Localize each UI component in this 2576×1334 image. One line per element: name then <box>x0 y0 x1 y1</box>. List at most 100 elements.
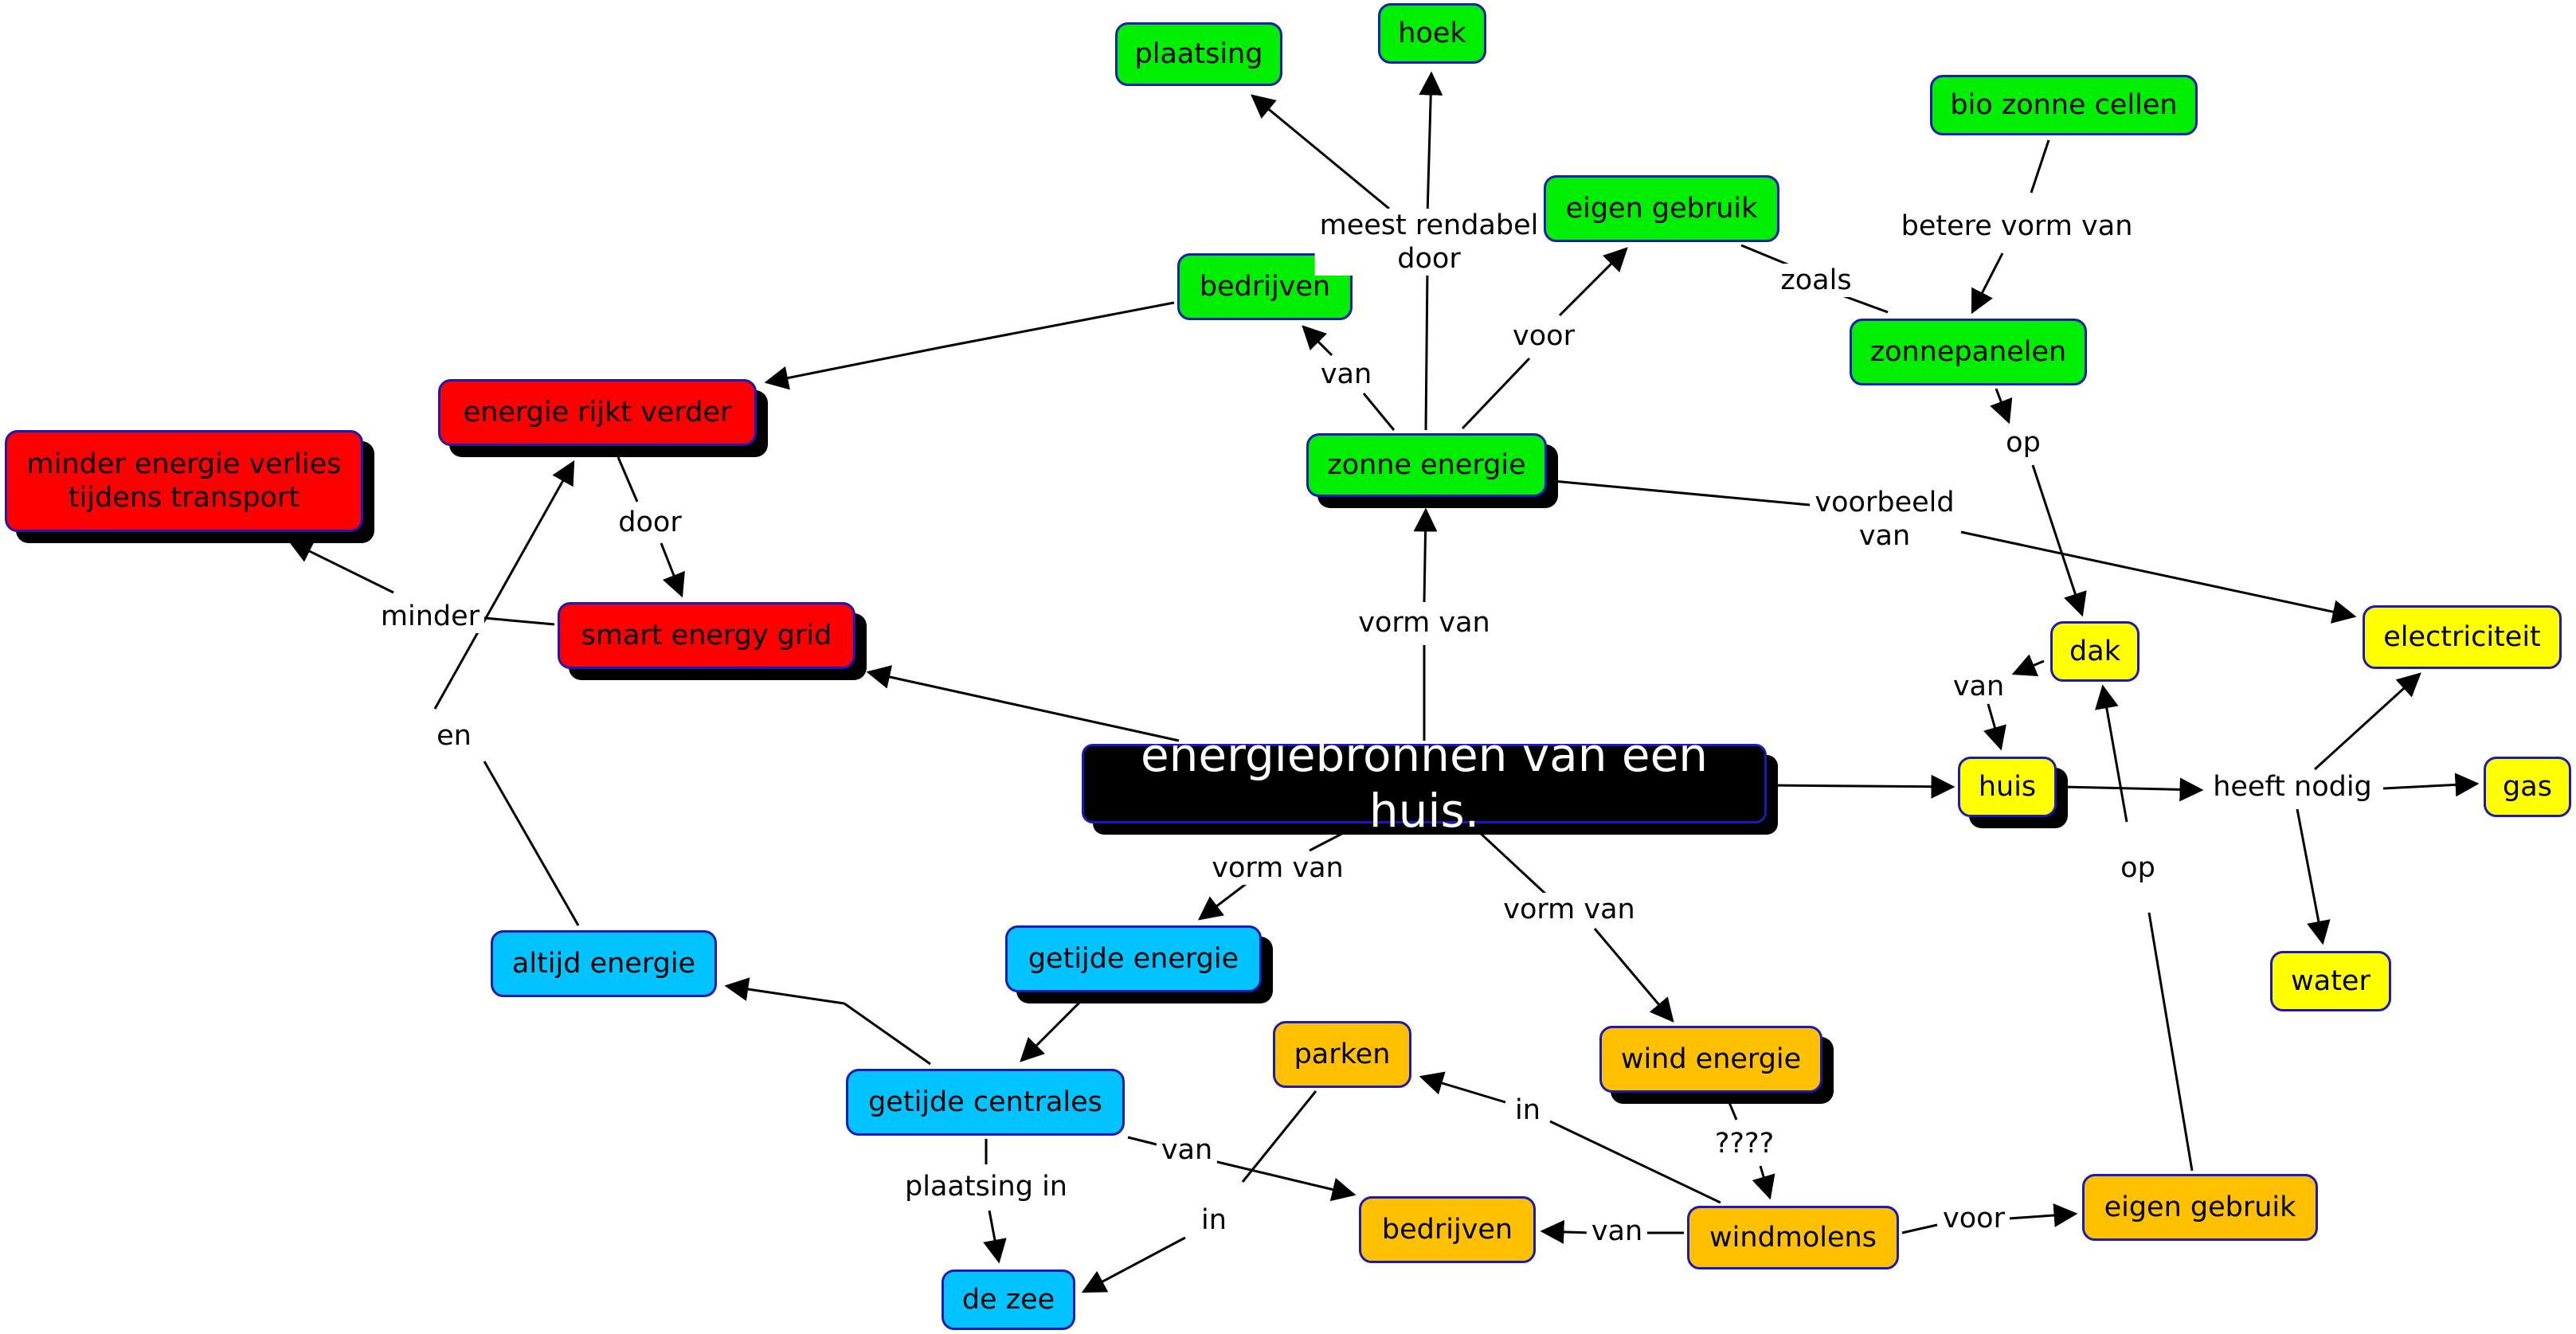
connector-arrow <box>1081 1236 1186 1293</box>
node-bio-zonne-cellen[interactable]: bio zonne cellen <box>1930 75 2198 135</box>
connector-arrow <box>660 542 685 598</box>
connector-arrow <box>1990 388 2013 424</box>
link-label: meest rendabel door <box>1314 209 1544 276</box>
link-label: in <box>1196 1203 1231 1237</box>
link-label: van <box>1156 1133 1218 1167</box>
connector-arrow <box>983 1210 1007 1264</box>
connector-arrow <box>1251 94 1390 210</box>
node-plaatsing[interactable]: plaatsing <box>1115 22 1282 86</box>
link-label: door <box>613 506 687 539</box>
connector-line <box>1727 1100 1738 1121</box>
connector-arrow <box>1971 252 2004 315</box>
connector-line <box>1552 479 1811 507</box>
connector-arrow <box>1983 703 2006 751</box>
link-label: op <box>2116 851 2160 885</box>
link-label: minder <box>375 600 485 633</box>
link-label: betere vorm van <box>1896 209 2138 243</box>
node-label: water <box>2291 965 2370 997</box>
connector-arrow <box>1207 1158 1357 1202</box>
link-label: op <box>2001 426 2046 460</box>
node-bedrijven-wind[interactable]: bedrijven <box>1359 1196 1536 1263</box>
connector-arrow <box>1413 507 1438 603</box>
connector-arrow <box>1768 774 1955 799</box>
node-label: bedrijven <box>1381 1214 1513 1246</box>
node-label: bio zonne cellen <box>1950 89 2178 121</box>
node-central-topic[interactable]: energiebronnen van een huis. <box>1082 728 1767 838</box>
connector-arrow <box>1020 996 1086 1062</box>
node-label: smart energy grid <box>581 620 832 651</box>
central-topic-label: energiebronnen van een huis. <box>1140 728 1709 838</box>
connector-line <box>1901 1223 1938 1234</box>
node-label: altijd energie <box>511 948 696 980</box>
node-dak[interactable]: dak <box>2050 621 2139 682</box>
connector-arrow <box>2095 684 2128 823</box>
node-label: zonne energie <box>1327 449 1526 481</box>
connector-arrow <box>764 346 942 390</box>
connector-line <box>1549 1120 1721 1204</box>
connector-arrow <box>1593 928 1674 1023</box>
node-eigen-gebruik-wind[interactable]: eigen gebruik <box>2082 1174 2318 1241</box>
link-label: van <box>1948 670 2010 703</box>
connector-arrow <box>1419 1071 1506 1104</box>
node-windmolens[interactable]: windmolens <box>1687 1206 1899 1269</box>
connector-arrow <box>1540 1219 1592 1244</box>
connector-line <box>1241 1090 1317 1183</box>
connector-line <box>844 1002 931 1066</box>
node-eigen-gebruik-zonne[interactable]: eigen gebruik <box>1544 175 1779 242</box>
node-altijd-energie[interactable]: altijd energie <box>491 930 717 997</box>
node-minder-energie-verlies[interactable]: minder energie verlies tijdens transport <box>5 430 363 532</box>
link-label: heeft nodig <box>2208 770 2377 804</box>
connector-arrow <box>2031 464 2087 617</box>
connector-arrow <box>866 665 1180 742</box>
link-label: in <box>1510 1093 1545 1127</box>
node-label: getijde energie <box>1028 943 1239 975</box>
connector-arrow <box>1960 530 2357 624</box>
node-gas[interactable]: gas <box>2484 757 2571 817</box>
connector-arrow <box>2313 672 2421 771</box>
connector-arrow <box>2296 808 2331 945</box>
node-water[interactable]: water <box>2270 951 2391 1011</box>
node-smart-energy-grid[interactable]: smart energy grid <box>558 602 855 669</box>
connector-arrow <box>2382 773 2480 797</box>
link-label: vorm van <box>1353 606 1495 640</box>
node-hoek[interactable]: hoek <box>1378 3 1486 64</box>
link-label: vorm van <box>1498 893 1640 926</box>
node-label: plaatsing <box>1134 38 1263 70</box>
node-electriciteit[interactable]: electriciteit <box>2363 605 2562 669</box>
node-getijde-energie[interactable]: getijde energie <box>1005 925 1262 992</box>
node-zonne-energie[interactable]: zonne energie <box>1306 433 1547 497</box>
connector-line <box>1362 393 1396 431</box>
connector-line <box>1424 268 1429 431</box>
node-label: hoek <box>1398 18 1466 49</box>
node-label: getijde centrales <box>868 1086 1102 1118</box>
connector-arrow <box>1302 325 1333 357</box>
connector-line <box>2030 139 2050 194</box>
connector-arrow <box>433 460 575 710</box>
connector-arrow <box>1419 71 1443 216</box>
connector-arrow <box>1752 1165 1775 1200</box>
node-label: windmolens <box>1709 1222 1877 1254</box>
connector-arrow <box>288 540 394 594</box>
connector-arrow <box>724 977 845 1005</box>
node-parken[interactable]: parken <box>1273 1021 1411 1088</box>
link-label: zoals <box>1775 264 1857 297</box>
node-wind-energie[interactable]: wind energie <box>1599 1026 1822 1093</box>
connector-line <box>1309 828 1350 852</box>
node-label: energie rijkt verder <box>463 397 732 428</box>
connector-line <box>617 456 639 503</box>
node-zonnepanelen[interactable]: zonnepanelen <box>1850 319 2087 385</box>
node-label: huis <box>1978 771 2037 803</box>
node-huis[interactable]: huis <box>1958 757 2057 817</box>
node-label: electriciteit <box>2383 621 2541 653</box>
node-getijde-centrales[interactable]: getijde centrales <box>846 1069 1125 1136</box>
node-label: dak <box>2069 636 2120 667</box>
node-label: zonnepanelen <box>1869 336 2067 368</box>
connector-arrow <box>1198 882 1247 921</box>
node-de-zee[interactable]: de zee <box>942 1269 1075 1330</box>
connector-line <box>1839 293 1889 314</box>
link-label: van <box>1315 358 1377 391</box>
node-label: parken <box>1294 1039 1391 1070</box>
node-energie-rijkt-verder[interactable]: energie rijkt verder <box>438 379 757 446</box>
